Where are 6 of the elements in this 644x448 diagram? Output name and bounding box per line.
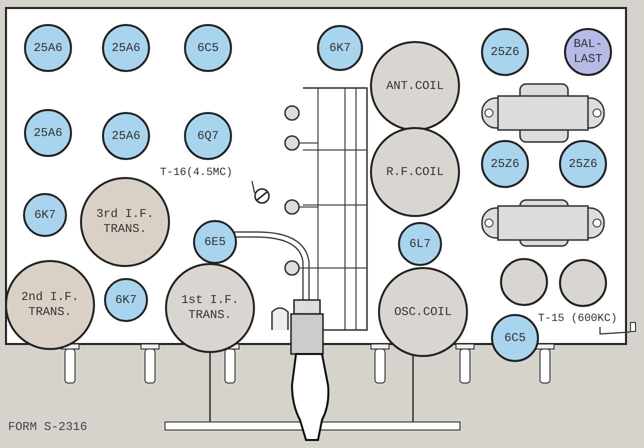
trimmer-screw	[254, 188, 270, 204]
form-number: FORM S-2316	[8, 420, 88, 434]
leader-line	[251, 180, 256, 194]
trimmer-label: T-15 (600KC)	[538, 311, 628, 327]
trimmer-tab	[630, 322, 636, 332]
leader-line	[599, 327, 630, 335]
